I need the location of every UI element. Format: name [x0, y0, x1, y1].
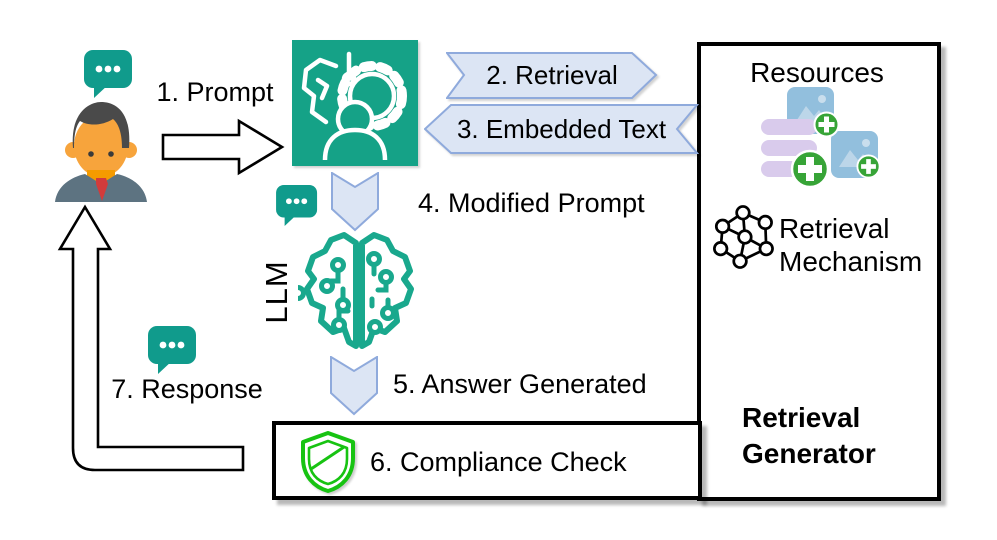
speech-bubble-icon	[84, 50, 133, 98]
step-label-compliance-check: 6. Compliance Check	[370, 447, 627, 477]
retrieval-banner: 2. Retrieval	[446, 52, 658, 99]
network-graph-icon	[710, 204, 774, 270]
plus-badge-icon	[790, 149, 830, 189]
resources-label: Resources	[750, 57, 884, 88]
llm-label: LLM	[259, 260, 294, 324]
chevron-down-arrow-icon	[330, 356, 378, 416]
speech-bubble-icon	[148, 326, 197, 374]
bent-arrow-up-icon	[55, 200, 250, 475]
speech-bubble-icon	[276, 185, 318, 226]
retrieval-mechanism-label: Retrieval Mechanism	[779, 213, 923, 278]
brain-circuit-icon	[298, 229, 420, 357]
block-arrow-right-icon	[161, 118, 285, 176]
plus-badge-icon	[813, 111, 840, 138]
embedded-text-banner: 3. Embedded Text	[424, 104, 699, 154]
step-label-modified-prompt: 4. Modified Prompt	[418, 188, 645, 218]
step-label-answer-generated: 5. Answer Generated	[393, 369, 647, 399]
plus-badge-icon	[856, 154, 881, 179]
step-label-response: 7. Response	[111, 374, 263, 404]
step-label-prompt: 1. Prompt	[156, 77, 274, 107]
step-label-embedded-text: 3. Embedded Text	[456, 113, 667, 144]
retrieval-generator-label: Retrieval Generator	[742, 402, 876, 470]
step-label-retrieval: 2. Retrieval	[486, 60, 618, 90]
gear-person-icon	[292, 40, 418, 166]
shield-check-icon	[297, 430, 359, 494]
chevron-down-arrow-icon	[331, 172, 379, 232]
user-icon	[45, 94, 157, 202]
